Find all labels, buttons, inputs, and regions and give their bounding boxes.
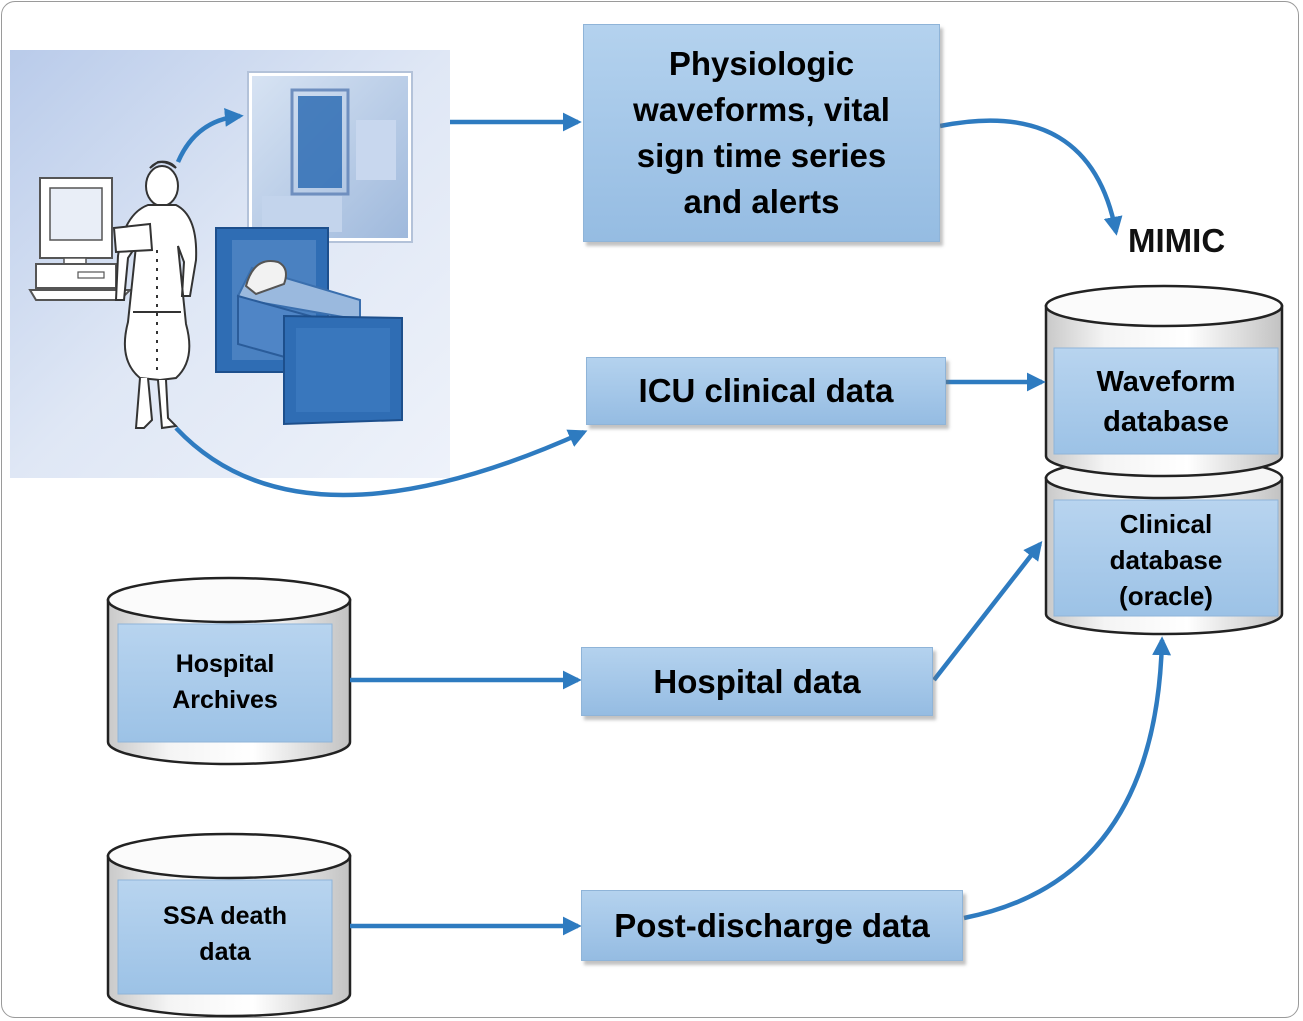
arrow-physiologic-to-mimic — [939, 118, 1123, 236]
monitor-icon — [247, 71, 413, 243]
physiologic-waveforms-box: Physiologic waveforms, vital sign time s… — [583, 24, 940, 242]
hospital-data-label: Hospital data — [653, 662, 861, 700]
waveform-database-text: Waveform database — [1096, 366, 1236, 438]
arrow-hospital-to-clinical — [932, 541, 1043, 682]
hospital-archives-text: Hospital Archives — [172, 650, 278, 714]
hospital-data-box: Hospital data — [581, 647, 933, 716]
connector-arrows — [174, 107, 1172, 936]
arrow-nurse-to-monitor — [175, 107, 244, 163]
hospital-bed-icon — [215, 227, 403, 426]
post-discharge-data-label: Post-discharge data — [614, 906, 930, 944]
computer-workstation-icon — [28, 177, 133, 301]
post-discharge-data-box: Post-discharge data — [581, 890, 963, 961]
arrow-nurse-to-icu — [174, 426, 588, 498]
nurse-icon — [112, 160, 198, 430]
ssa-death-data-label: SSA death data — [140, 882, 310, 986]
clinical-database-label: Clinical database (oracle) — [1060, 506, 1272, 614]
hospital-archives-cylinder — [106, 576, 352, 766]
icu-clinical-data-label: ICU clinical data — [638, 372, 894, 409]
icu-clinical-data-box: ICU clinical data — [586, 357, 946, 425]
mimic-database-cylinder — [1044, 284, 1284, 636]
icu-scene-illustration — [10, 50, 450, 478]
ssa-cylinder — [106, 832, 352, 1018]
hospital-archives-label: Hospital Archives — [150, 630, 300, 734]
arrow-postdischarge-to-clinical — [963, 636, 1172, 921]
mimic-title: MIMIC — [1128, 222, 1226, 259]
waveform-database-label: Waveform database — [1060, 354, 1272, 450]
clinical-database-text: Clinical database (oracle) — [1109, 509, 1223, 611]
ssa-death-data-text: SSA death data — [162, 902, 288, 966]
physiologic-waveforms-label: Physiologic waveforms, vital sign time s… — [633, 45, 890, 220]
